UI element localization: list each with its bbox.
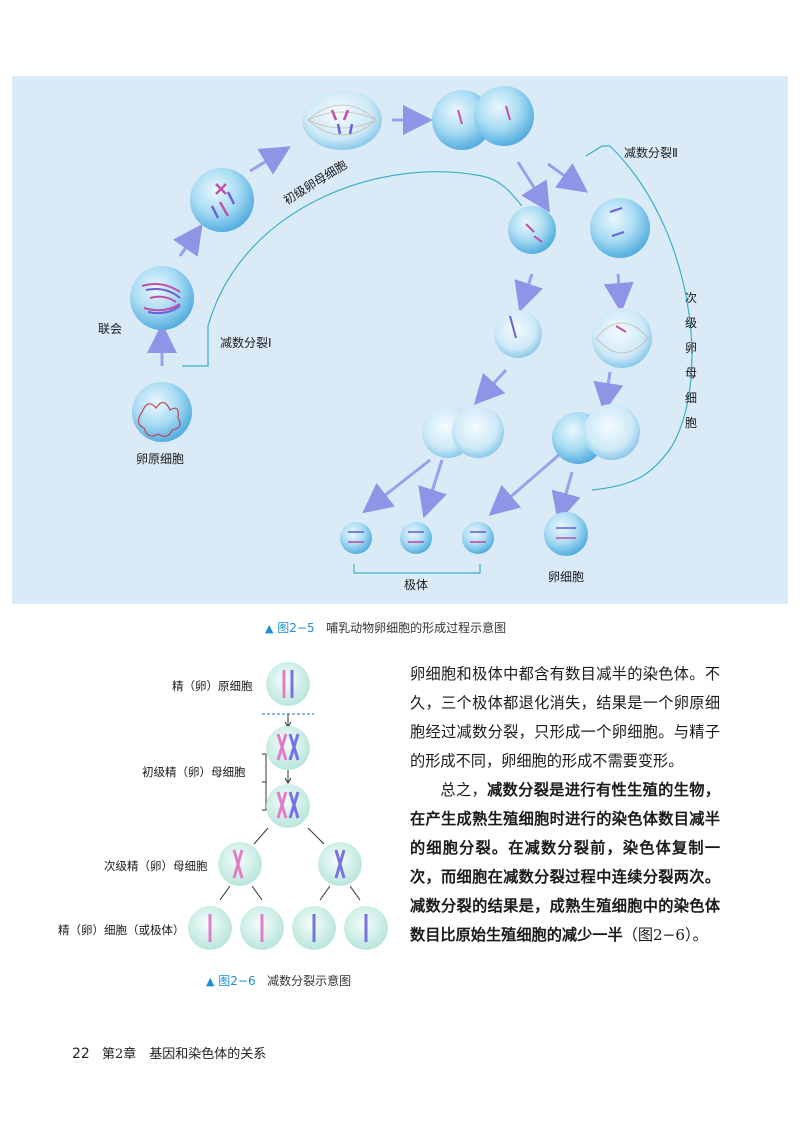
figure-2-6-caption: ▲ 图2−6 减数分裂示意图 <box>206 972 351 989</box>
paragraph-2-lead: 总之， <box>440 781 488 799</box>
polar-body-1 <box>340 522 372 554</box>
label-polar-body: 极体 <box>404 578 429 592</box>
f6-secondary-cell-left <box>218 842 262 886</box>
label-egg-cell: 卵细胞 <box>548 570 585 584</box>
page-number: 22 <box>72 1046 90 1062</box>
f6-caption-title: 减数分裂示意图 <box>267 974 352 988</box>
cells <box>130 86 652 556</box>
polar-body-metaphase-2-cell <box>494 310 542 358</box>
f6-label-row2: 初级精（卵）母细胞 <box>142 765 246 779</box>
caption-marker: ▲ <box>265 622 274 635</box>
oocyte-formation-diagram <box>130 86 693 574</box>
label-secondary-oocyte: 次级卵母细胞 <box>684 291 697 430</box>
caption-title: 哺乳动物卵细胞的形成过程示意图 <box>326 621 507 635</box>
secondary-oocyte-cell <box>590 198 650 258</box>
paragraph-2-bold: 减数分裂是进行有性生殖的生物，在产生成熟生殖细胞时进行的染色体数目减半的细胞分裂… <box>410 781 721 944</box>
caption-number: 图2−5 <box>277 621 315 635</box>
primary-oocyte-cell <box>190 168 254 232</box>
egg-cell <box>544 512 588 556</box>
primary-oocyte-bracket <box>182 171 523 367</box>
label-oogonium: 卵原细胞 <box>136 452 185 466</box>
page-footer: 22 第2章 基因和染色体的关系 <box>72 1043 266 1062</box>
polar-body-anaphase-right <box>452 406 504 458</box>
paragraph-2-tail: （图2−6）。 <box>622 926 708 944</box>
synapsis-cell <box>130 266 194 330</box>
f6-primary-cell-a <box>266 726 310 770</box>
chapter-title: 第2章 基因和染色体的关系 <box>101 1047 267 1062</box>
label-meiosis-1: 减数分裂Ⅰ <box>220 336 272 350</box>
oocyte-metaphase-2-cell <box>592 308 652 368</box>
f6-caption-marker: ▲ <box>206 975 215 988</box>
f6-label-row4: 精（卵）细胞（或极体） <box>58 923 185 937</box>
meiosis-schematic <box>188 662 388 950</box>
process-arrows <box>147 105 634 523</box>
figure-2-5-caption: ▲ 图2−5 哺乳动物卵细胞的形成过程示意图 <box>265 619 506 636</box>
f6-caption-number: 图2−6 <box>218 974 256 988</box>
paragraph-1: 卵细胞和极体中都含有数目减半的染色体。不久，三个极体都退化消失，结果是一个卵原细… <box>410 665 720 770</box>
label-meiosis-2: 减数分裂Ⅱ <box>624 146 678 160</box>
f6-label-row3: 次级精（卵）母细胞 <box>104 859 208 873</box>
label-synapsis: 联会 <box>98 322 123 336</box>
oocyte-anaphase-right <box>584 404 640 460</box>
figure-2-6: 精（卵）原细胞 初级精（卵）母细胞 次级精（卵）母细胞 精（卵）细胞（或极体） <box>40 656 400 996</box>
secondary-oocyte-bracket <box>585 145 693 491</box>
oogonium-cell <box>132 382 192 442</box>
polar-body-3 <box>462 522 494 554</box>
anaphase-1-cell-right <box>474 86 534 146</box>
body-text: 卵细胞和极体中都含有数目减半的染色体。不久，三个极体都退化消失，结果是一个卵原细… <box>410 660 720 950</box>
f6-label-row1: 精（卵）原细胞 <box>172 679 253 693</box>
polar-body-bracket <box>353 564 481 574</box>
f6-oogonium-cell <box>266 662 310 706</box>
paragraph-2: 总之，减数分裂是进行有性生殖的生物，在产生成熟生殖细胞时进行的染色体数目减半的细… <box>410 776 720 950</box>
polar-body-2 <box>400 522 432 554</box>
metaphase-1-cell <box>302 90 382 150</box>
figure-2-5-panel: 联会 卵原细胞 初级卵母细胞 减数分裂Ⅰ 减数分裂Ⅱ 次级卵母细胞 极体 卵细胞 <box>12 76 788 604</box>
f6-primary-cell-b <box>266 784 310 828</box>
